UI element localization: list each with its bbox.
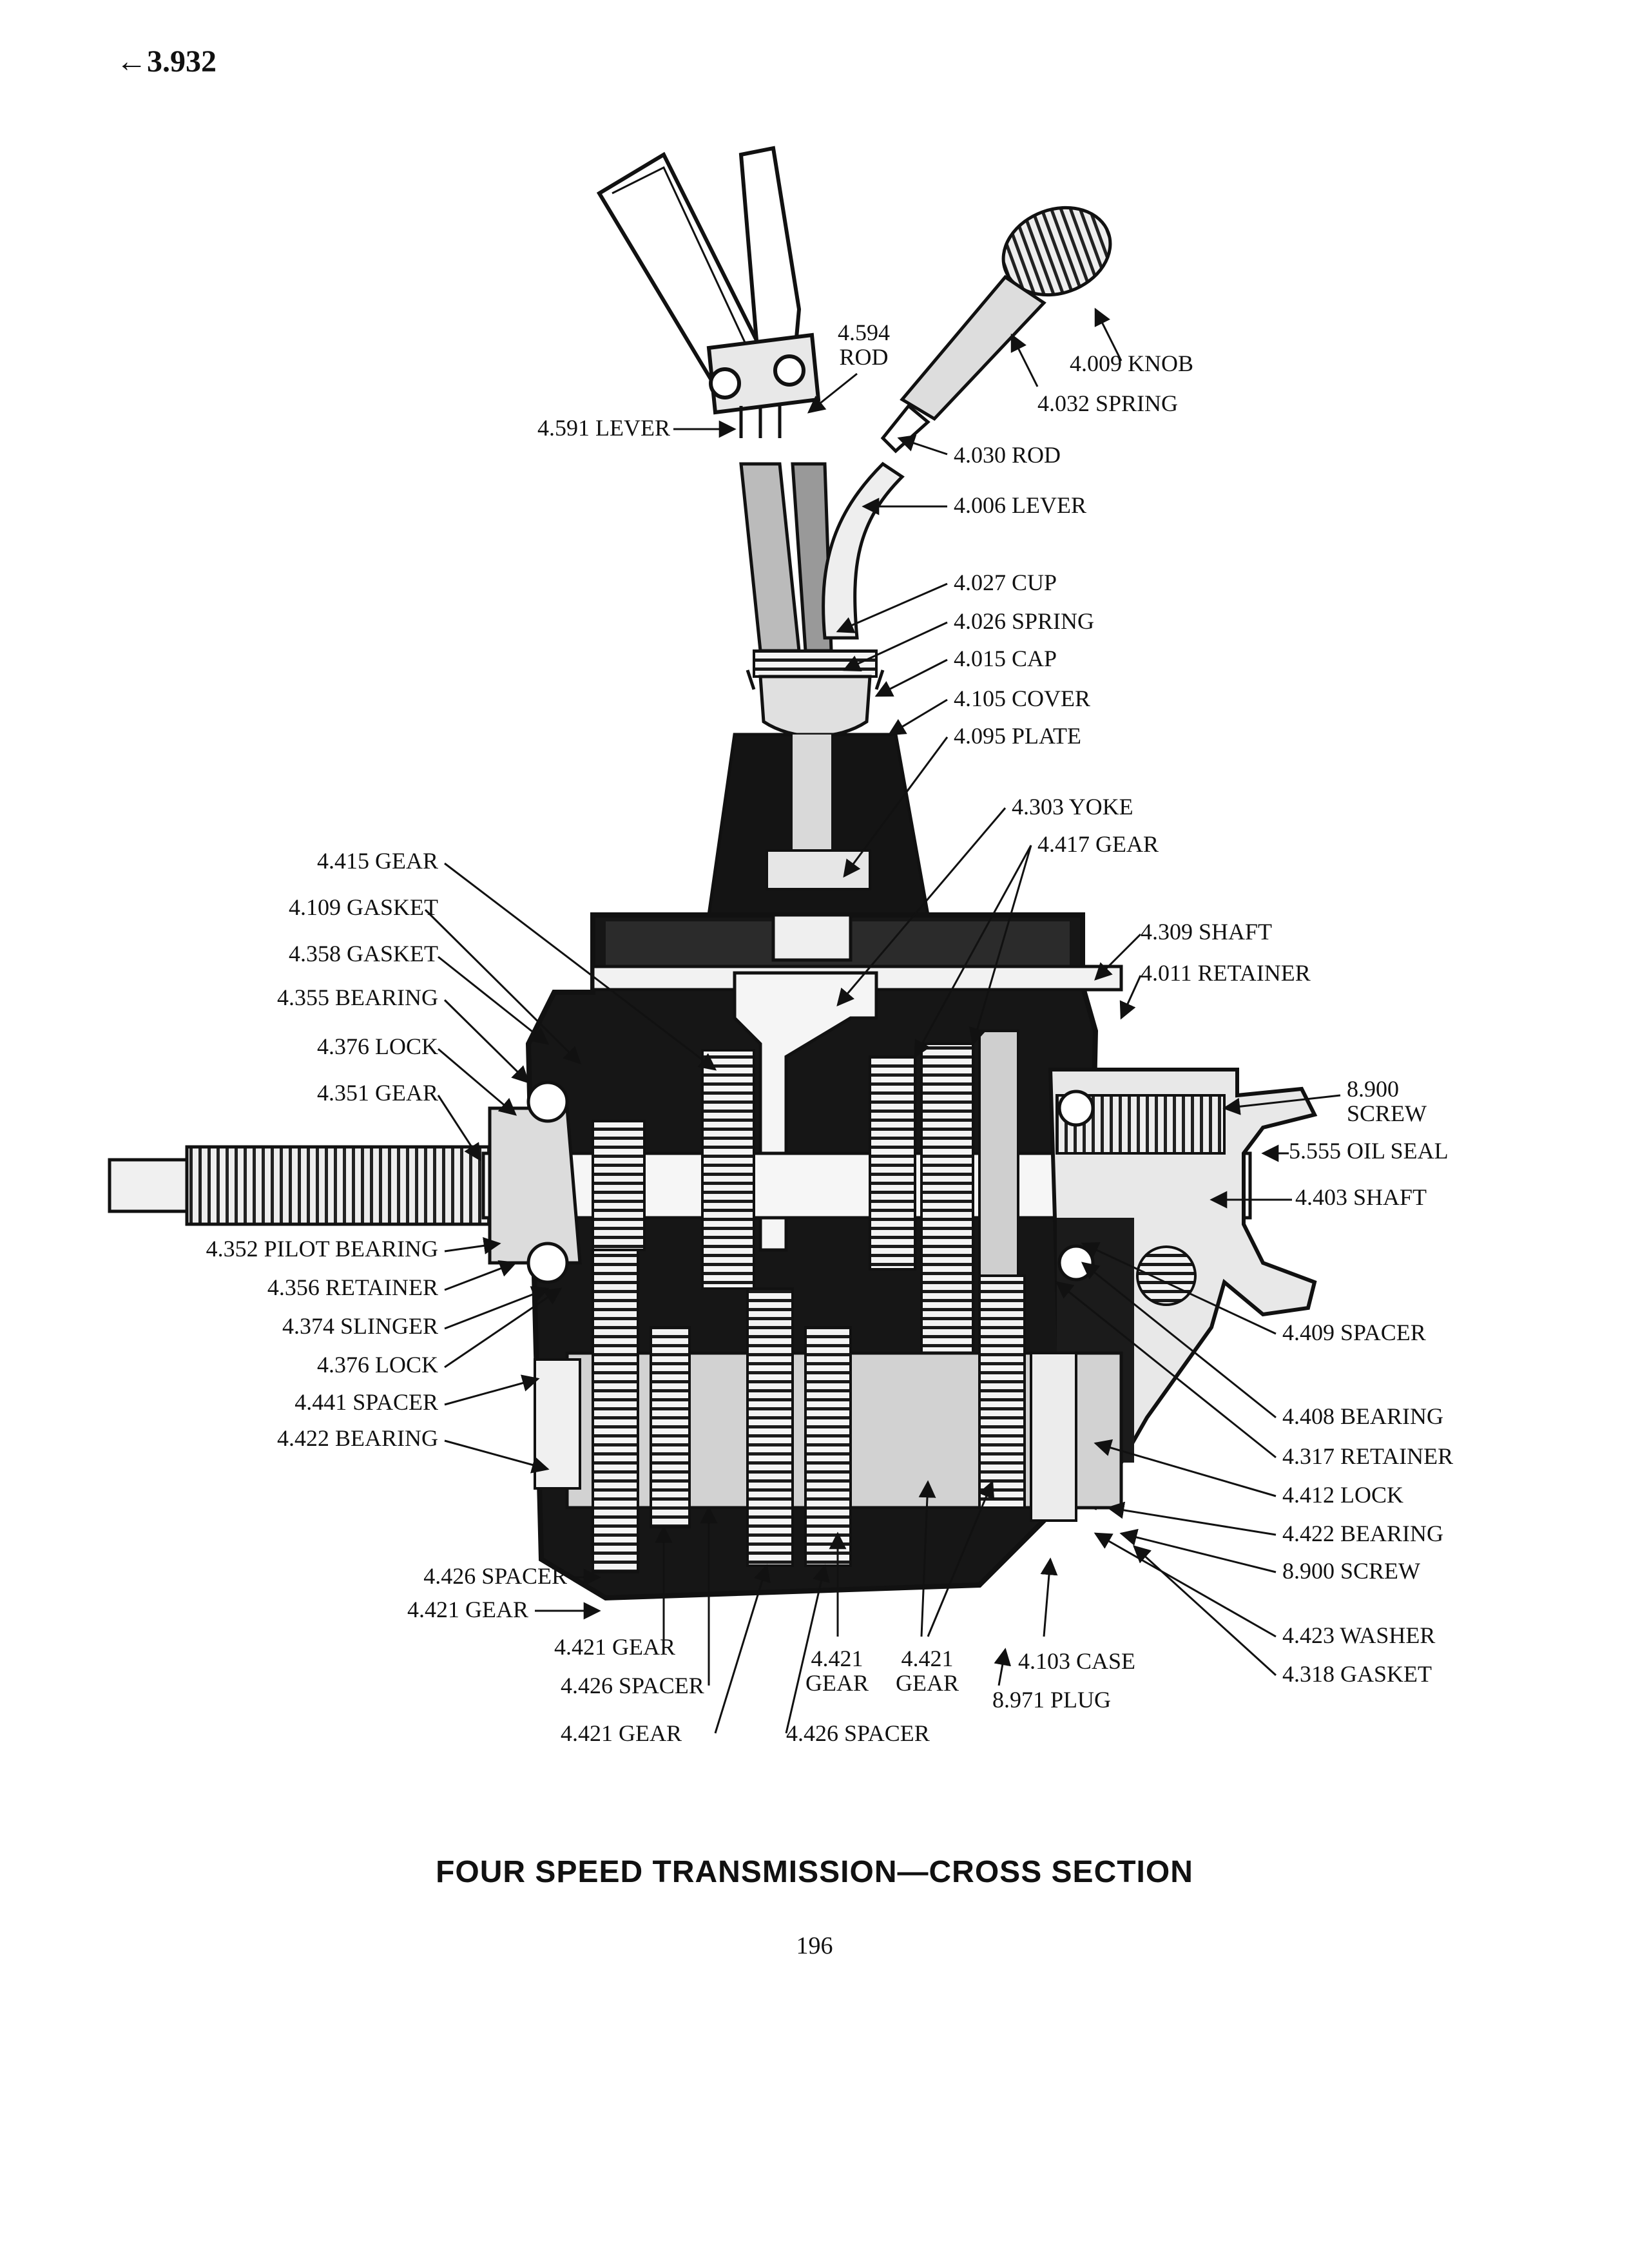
callout-5555-oil-seal: 5.555 OIL SEAL — [1289, 1138, 1449, 1164]
gearshift-knob-assembly — [880, 206, 1112, 454]
callout-4426-spacer-bottom-1: 4.426 SPACER — [561, 1673, 704, 1698]
callout-4423-washer: 4.423 WASHER — [1282, 1622, 1436, 1648]
callout-4027-cup: 4.027 CUP — [954, 570, 1057, 595]
mainshaft-gears — [592, 1030, 1019, 1380]
callout-4309-shaft: 4.309 SHAFT — [1141, 919, 1273, 945]
callout-4421-gear-bottom-1: 4.421 GEAR — [554, 1634, 675, 1660]
callout-4009-knob: 4.009 KNOB — [1070, 351, 1194, 376]
callout-leader-lines — [424, 307, 1341, 1734]
callout-4403-shaft: 4.403 SHAFT — [1295, 1184, 1427, 1210]
callout-4026-spring: 4.026 SPRING — [954, 608, 1095, 634]
callout-4374-slinger: 4.374 SLINGER — [282, 1313, 438, 1339]
callout-4421-number: 4.421 — [811, 1646, 863, 1671]
remote-shift-lever — [596, 146, 821, 438]
callout-4591-lever: 4.591 LEVER — [537, 415, 670, 441]
callout-4011-retainer: 4.011 RETAINER — [1141, 960, 1311, 986]
callout-4105-cover: 4.105 COVER — [954, 686, 1091, 711]
callout-4422-bearing-left: 4.422 BEARING — [277, 1425, 438, 1451]
callout-4030-rod: 4.030 ROD — [954, 442, 1061, 468]
callout-4421-gear-bottom-3: 4.421 GEAR — [805, 1646, 869, 1696]
callout-4352-pilot-bearing: 4.352 PILOT BEARING — [206, 1236, 438, 1262]
shift-lever-stems — [739, 461, 905, 653]
callout-8900-screw-lower: 8.900 SCREW — [1282, 1558, 1421, 1584]
callout-4376-lock-lower: 4.376 LOCK — [317, 1352, 438, 1378]
callout-4421-name: GEAR — [805, 1669, 869, 1696]
callout-4421-gear-bottom-4: 4.421 GEAR — [896, 1646, 959, 1696]
callout-8900-screw-upper: 8.900 SCREW — [1347, 1077, 1427, 1126]
callout-4421-gear-left: 4.421 GEAR — [407, 1597, 528, 1622]
shift-tower-cover — [707, 733, 930, 917]
figure-caption: FOUR SPEED TRANSMISSION—CROSS SECTION — [436, 1855, 1193, 1889]
callout-4376-lock-upper: 4.376 LOCK — [317, 1033, 438, 1059]
callout-4408-bearing: 4.408 BEARING — [1282, 1403, 1443, 1429]
callout-4441-spacer: 4.441 SPACER — [294, 1389, 438, 1415]
callout-4594-name: ROD — [839, 343, 889, 370]
callout-4594-rod: 4.594 ROD — [838, 320, 890, 370]
callout-4355-bearing: 4.355 BEARING — [277, 985, 438, 1010]
callout-4356-retainer: 4.356 RETAINER — [267, 1274, 438, 1300]
callout-4032-spring: 4.032 SPRING — [1037, 390, 1179, 416]
callout-4095-plate: 4.095 PLATE — [954, 723, 1081, 749]
callout-8971-plug: 8.971 PLUG — [992, 1687, 1112, 1713]
callout-4421-gear-bottom-2: 4.421 GEAR — [561, 1720, 682, 1746]
shift-cap-assembly — [746, 649, 885, 738]
callout-4415-gear: 4.415 GEAR — [317, 848, 438, 874]
callout-4422-bearing-right: 4.422 BEARING — [1282, 1521, 1443, 1546]
callout-4015-cap: 4.015 CAP — [954, 646, 1057, 671]
callout-4421-number: 4.421 — [901, 1646, 954, 1671]
callout-8900-number: 8.900 — [1347, 1076, 1399, 1102]
callout-4006-lever: 4.006 LEVER — [954, 492, 1086, 518]
countershaft-gear-cluster — [534, 1249, 1123, 1573]
page-number: 196 — [796, 1932, 833, 1959]
callout-4426-spacer-left: 4.426 SPACER — [423, 1563, 567, 1589]
callout-4426-spacer-bottom-2: 4.426 SPACER — [786, 1720, 930, 1746]
callout-4109-gasket: 4.109 GASKET — [289, 894, 438, 920]
callout-4103-case: 4.103 CASE — [1018, 1648, 1136, 1674]
callout-4594-number: 4.594 — [838, 320, 890, 345]
callout-8900-name: SCREW — [1347, 1100, 1427, 1126]
callout-4303-yoke: 4.303 YOKE — [1012, 794, 1133, 820]
page-reference[interactable]: ←3.932 — [116, 44, 217, 79]
callout-4421-name: GEAR — [896, 1669, 959, 1696]
callout-4409-spacer: 4.409 SPACER — [1282, 1320, 1426, 1345]
callout-4358-gasket: 4.358 GASKET — [289, 941, 438, 966]
callout-4351-gear: 4.351 GEAR — [317, 1080, 438, 1106]
callout-4417-gear: 4.417 GEAR — [1037, 831, 1159, 857]
callout-4412-lock: 4.412 LOCK — [1282, 1482, 1403, 1508]
callout-4318-gasket: 4.318 GASKET — [1282, 1661, 1432, 1687]
callout-4317-retainer: 4.317 RETAINER — [1282, 1443, 1454, 1469]
